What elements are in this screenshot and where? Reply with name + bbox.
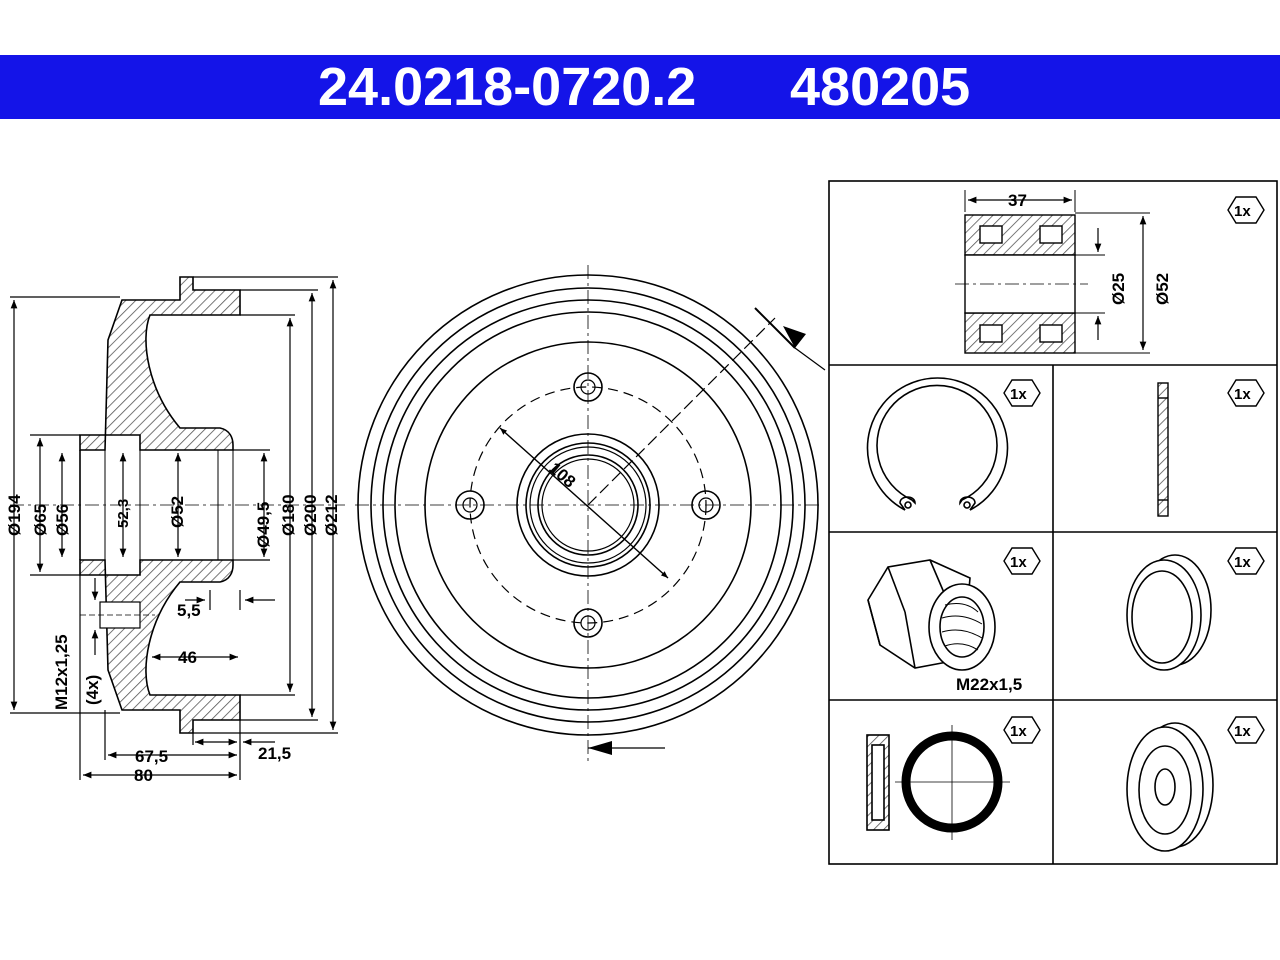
dim-thread-count: (4x) <box>83 675 102 705</box>
qty-badge-cap: 1x <box>1227 547 1265 575</box>
svg-text:1x: 1x <box>1010 386 1027 403</box>
dim-length-total: 80 <box>134 766 153 785</box>
svg-text:1x: 1x <box>1010 723 1027 740</box>
drum-section-bottom <box>79 559 241 734</box>
front-view <box>355 265 826 765</box>
nut-drawing <box>867 559 996 671</box>
dim-inner-depth: 46 <box>178 648 197 667</box>
dim-d212: Ø212 <box>322 494 341 536</box>
dim-d200: Ø200 <box>301 494 320 536</box>
circlip-drawing <box>866 377 1009 511</box>
svg-text:1x: 1x <box>1010 554 1027 571</box>
bearing-outer-diameter: Ø52 <box>1153 273 1172 305</box>
nut-thread: M22x1,5 <box>956 675 1022 694</box>
dim-offset: 5,5 <box>177 601 201 620</box>
qty-badges: 1x 1x 1x 1x 1x 1x 1x <box>1003 196 1265 744</box>
article-number: 24.0218-0720.2 <box>318 57 697 117</box>
section-dimensions <box>10 276 338 780</box>
dim-d194: Ø194 <box>5 494 24 536</box>
qty-badge-nut: 1x <box>1003 547 1041 575</box>
dim-d49-5: Ø49,5 <box>254 502 273 548</box>
cap-drawing <box>1126 554 1212 671</box>
dim-thread: M12x1,25 <box>52 634 71 710</box>
svg-text:1x: 1x <box>1234 203 1251 220</box>
dim-d180: Ø180 <box>279 494 298 536</box>
dim-length-a: 67,5 <box>135 747 168 766</box>
svg-text:1x: 1x <box>1234 723 1251 740</box>
bearing-drawing <box>955 190 1150 354</box>
qty-badge-seal: 1x <box>1003 716 1041 744</box>
dim-d56: Ø56 <box>53 504 72 536</box>
parts-panel <box>828 180 1278 865</box>
qty-badge-washer: 1x <box>1227 379 1265 407</box>
qty-badge-circlip: 1x <box>1003 379 1041 407</box>
reference-number: 480205 <box>790 57 971 117</box>
drum-section-top <box>79 276 241 451</box>
qty-badge-bearing: 1x <box>1227 196 1265 224</box>
title-banner: 24.0218-0720.2 480205 <box>0 55 1280 119</box>
svg-text:1x: 1x <box>1234 386 1251 403</box>
dust-cap-drawing <box>1126 722 1214 852</box>
bearing-width: 37 <box>1008 191 1027 210</box>
bearing-inner-diameter: Ø25 <box>1109 273 1128 305</box>
section-labels: Ø194 Ø65 Ø56 52,3 Ø52 Ø49,5 Ø180 Ø200 Ø2… <box>5 494 341 785</box>
seal-drawing <box>866 725 1010 840</box>
qty-badge-dust-cap: 1x <box>1227 716 1265 744</box>
washer-drawing <box>1157 382 1169 517</box>
dim-rim-width: 21,5 <box>258 744 291 763</box>
dim-bore: 52,3 <box>115 499 132 528</box>
dim-d65: Ø65 <box>31 504 50 536</box>
dim-pcd: 108 <box>545 459 579 492</box>
svg-text:1x: 1x <box>1234 554 1251 571</box>
dim-d52: Ø52 <box>168 496 187 528</box>
